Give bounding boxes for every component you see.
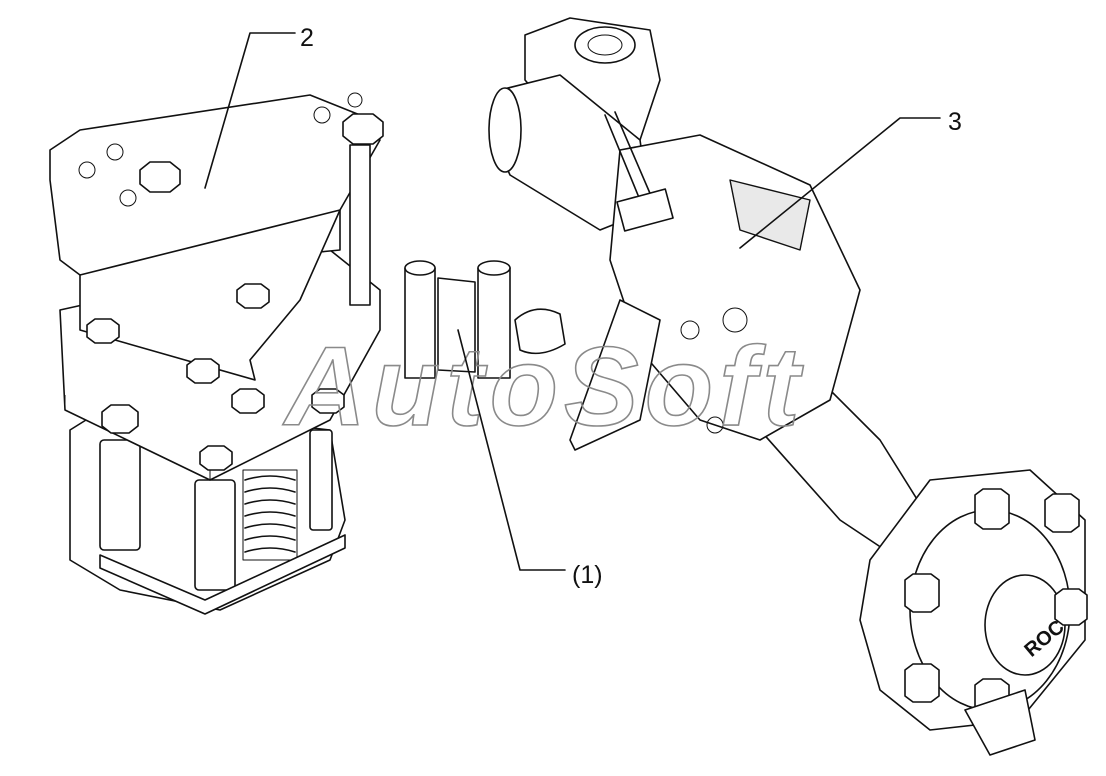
- leader-lines: [204, 32, 941, 571]
- bushing-parts: [404, 260, 566, 379]
- spring-coil: [242, 469, 298, 561]
- bracket-assembly: [49, 92, 384, 615]
- wheel-hub: ROC: [859, 469, 1088, 756]
- axle-assembly: ROC: [488, 17, 1088, 756]
- callout-label-3: 3: [948, 108, 962, 136]
- bolt-heads: [86, 113, 384, 471]
- callout-label-1: (1): [572, 561, 603, 589]
- callout-label-2: 2: [300, 24, 314, 52]
- watermark-text: AutoSoft: [282, 324, 806, 449]
